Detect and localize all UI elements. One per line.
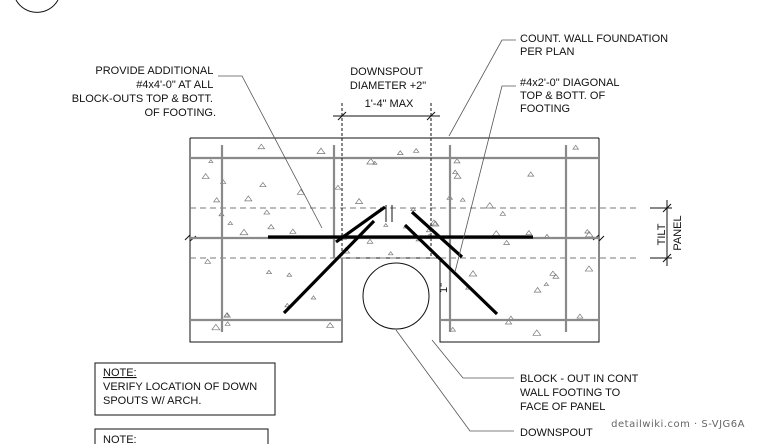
leader-lines [218,39,516,432]
aggregate-mark [325,322,335,328]
aggregate-mark [410,206,417,212]
footing-outline [184,137,605,343]
note-box-second: NOTE: [94,428,269,444]
aggregate-mark [468,270,478,277]
aggregate-mark [201,173,210,179]
aggregate-mark [396,150,404,155]
aggregate-mark [532,329,542,336]
downspout-dimension-label: DOWNSPOUT DIAMETER +2" [350,66,426,92]
aggregate-mark [527,171,535,177]
aggregate-mark [552,273,560,279]
detail-bubble [15,0,59,13]
aggregate-mark [239,228,249,236]
aggregate-mark [425,228,432,233]
aggregate-mark [453,172,462,179]
aggregate-mark [208,159,214,163]
watermark-backdrop [595,412,755,432]
aggregate-mark [267,223,275,230]
aggregate-mark [204,258,212,264]
aggregate-mark [584,265,594,272]
aggregate-mark [259,181,267,188]
watermark: detailwiki.com · S-VJG6A [611,419,745,430]
aggregate-mark [387,251,394,256]
aggregate-mark [576,313,584,319]
note-line: SPOUTS W/ ARCH. [103,395,201,407]
note-line: VERIFY LOCATION OF DOWN [103,381,257,393]
aggregate-mark [499,210,507,216]
aggregate-mark [584,230,594,238]
cont-wall-note: COUNT. WALL FOUNDATION PER PLAN [520,33,671,58]
aggregate-mark [543,281,550,286]
aggregate-mark [525,229,533,235]
aggregate-mark [286,272,293,277]
aggregate-mark [383,223,389,227]
aggregate-mark [334,184,342,190]
tilt-panel-label: TILT PANEL [656,215,684,250]
aggregate-mark [431,220,440,227]
aggregate-mark [289,228,297,234]
additional-rebar [268,205,533,316]
additional-bars-note: PROVIDE ADDITIONAL #4x4'-0" AT ALL BLOCK… [72,65,216,119]
note-box-location: NOTE: VERIFY LOCATION OF DOWN SPOUTS W/ … [94,362,276,416]
aggregate-mark [227,220,234,225]
aggregate-mark [485,202,495,209]
aggregate-mark [452,169,459,174]
aggregate-mark [459,197,466,202]
lap-dimension-label: 1" [438,283,450,293]
opening-dimension [333,103,440,258]
downspout-label: DOWNSPOUT [520,427,593,439]
block-out-note: BLOCK - OUT IN CONT WALL FOOTING TO FACE… [520,373,641,413]
aggregate-mark [366,238,374,244]
aggregate-mark [316,147,326,154]
aggregate-mark [549,270,557,276]
aggregate-mark [412,148,420,153]
aggregate-mark [223,312,230,317]
aggregate-mark [453,158,461,164]
aggregate-mark [584,228,591,234]
aggregate-mark [533,286,542,293]
aggregate-mark [310,295,317,300]
max-dimension-label: 1'-4" MAX [365,98,414,110]
aggregate-mark [449,326,457,332]
aggregate-mark [224,321,231,326]
aggregate-mark [504,319,513,325]
aggregate-mark [492,230,501,236]
aggregate-mark [213,197,221,203]
aggregate-mark [572,144,580,150]
downspout-circle [362,262,430,330]
aggregate-mark [354,198,364,204]
diagonal-bars-note: #4x2'-0" DIAGONAL TOP & BOTT. OF FOOTING [520,77,622,115]
concrete-aggregate [201,143,594,336]
aggregate-mark [211,323,221,331]
note-heading: NOTE: [103,367,137,379]
aggregate-mark [265,269,273,275]
aggregate-mark [503,239,511,245]
aggregate-mark [263,209,271,215]
aggregate-mark [284,302,291,308]
aggregate-mark [429,219,439,226]
aggregate-mark [257,143,266,150]
aggregate-mark [366,157,376,165]
note-heading: NOTE: [103,434,137,444]
aggregate-mark [244,195,253,202]
